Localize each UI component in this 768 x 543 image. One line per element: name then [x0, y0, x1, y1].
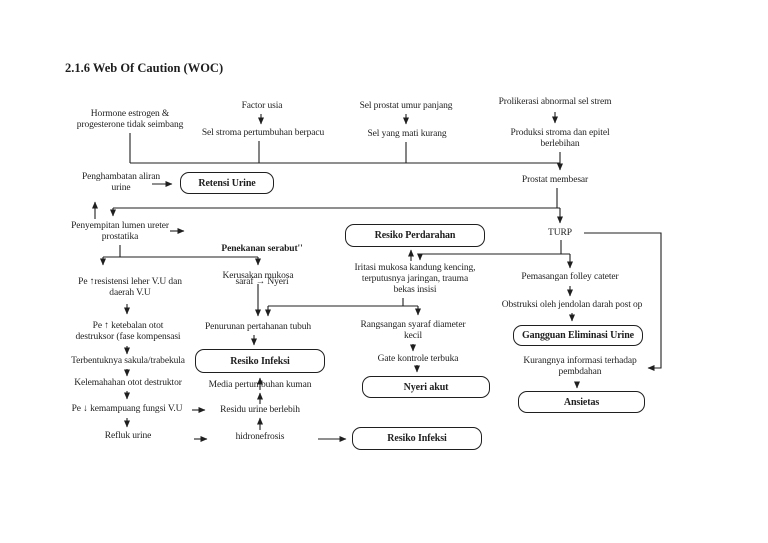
node-penyempitan: Penyempitan lumen ureter prostatika [71, 221, 169, 242]
node-rangsangan: Rangsangan syaraf diameter kecil [360, 320, 466, 341]
node-penekanan-line1: Penekanan serabut'' [221, 244, 303, 254]
box-retensi-urine: Retensi Urine [180, 172, 274, 194]
box-ansietas: Ansietas [518, 391, 645, 413]
node-residu: Residu urine berlebih [220, 405, 300, 415]
node-penekanan-line2: saraf → Nyeri [235, 277, 289, 287]
box-resiko-perdarahan: Resiko Perdarahan [345, 224, 485, 247]
box-nyeri-akut: Nyeri akut [362, 376, 490, 398]
arrow-turp-to-kurangnya-route [584, 232, 662, 371]
node-sel-stroma: Sel stroma pertumbuhan berpacu [201, 128, 325, 138]
node-gate: Gate kontrole terbuka [377, 354, 459, 364]
node-kerusakan: Kerusakan mukosa [222, 271, 294, 281]
node-pe-kemampuang: Pe ↓ kemampuang fungsi V.U [71, 404, 183, 414]
node-penghambatan: Penghambatan aliran urine [81, 172, 161, 193]
node-iritasi: Iritasi mukosa kandung kencing, terputus… [354, 263, 476, 295]
node-pe-ketebalan: Pe ↑ ketebalan otot destruksor (fase kom… [75, 321, 181, 342]
node-obstruksi: Obstruksi oleh jendolan darah post op [501, 300, 643, 310]
node-kurangnya: Kurangnya informasi terhadap pembdahan [523, 356, 637, 377]
node-pe-resistensi: Pe ↑resistensi leher V.U dan daerah V.U [78, 277, 182, 298]
node-penurunan: Penurunan pertahanan tubuh [204, 322, 312, 332]
node-hormone: Hormone estrogen & progesterone tidak se… [76, 109, 184, 130]
node-produksi: Produksi stroma dan epitel berlebihan [510, 128, 610, 149]
section-title: 2.1.6 Web Of Caution (WOC) [65, 61, 224, 75]
node-media: Media pertumbuhan kuman [208, 380, 312, 390]
node-hidronefrosis: hidronefrosis [235, 432, 285, 442]
box-resiko-infeksi-mid: Resiko Infeksi [195, 349, 325, 373]
box-resiko-infeksi-bottom: Resiko Infeksi [352, 427, 482, 450]
node-factor-usia: Factor usia [241, 101, 283, 111]
node-prostat-membesar: Prostat membesar [521, 175, 589, 185]
box-gangguan-eliminasi: Gangguan Eliminasi Urine [513, 325, 643, 346]
node-kelemahahan: Kelemahahan otot destruktor [74, 378, 182, 388]
node-turp: TURP [548, 228, 572, 238]
node-pemasangan: Pemasangan folley cateter [521, 272, 619, 282]
node-prolikerasi: Prolikerasi abnormal sel strem [498, 97, 612, 107]
node-penekanan-serabut: Penekanan serabut'' saraf → Nyeri [221, 222, 302, 310]
node-terbentuknya: Terbentuknya sakula/trabekula [71, 356, 185, 366]
node-refluk: Refluk urine [104, 431, 152, 441]
node-sel-mati: Sel yang mati kurang [367, 129, 447, 139]
node-sel-prostat: Sel prostat umur panjang [359, 101, 453, 111]
